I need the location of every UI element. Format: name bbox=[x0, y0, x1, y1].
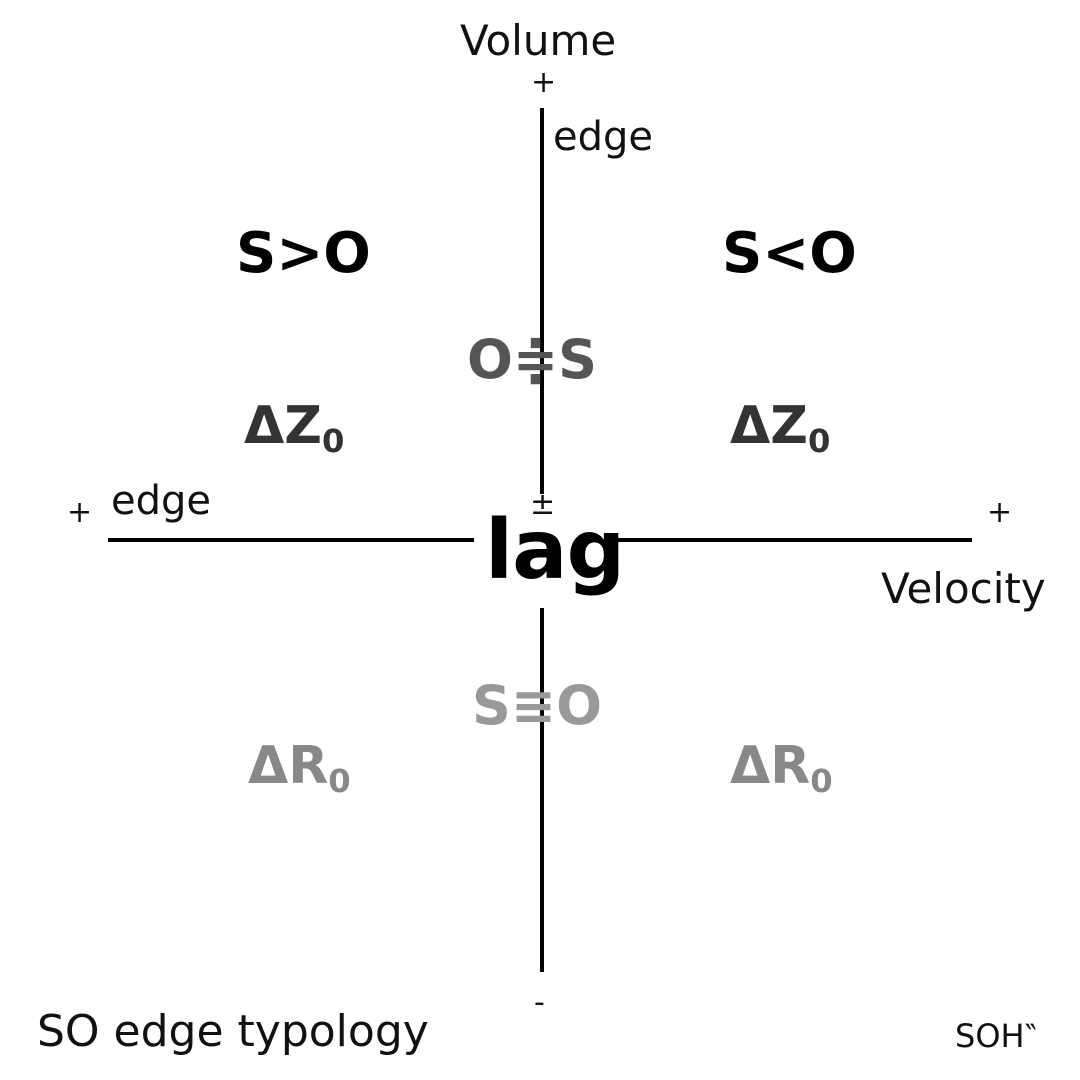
signature-mark: SOH‶ bbox=[955, 1017, 1037, 1055]
top-left-relation: S>O bbox=[236, 221, 371, 286]
top-left-delta-z-subscript: 0 bbox=[321, 422, 345, 461]
bottom-right-delta-r: ΔR0 bbox=[730, 740, 833, 797]
vertical-axis-bottom-sign: - bbox=[534, 985, 545, 1020]
horizontal-axis-edge-label: edge bbox=[111, 478, 211, 524]
vertical-axis-edge-label: edge bbox=[553, 114, 653, 160]
top-left-delta-z: ΔZ0 bbox=[244, 400, 344, 457]
bottom-left-delta-r-term: ΔR bbox=[248, 736, 329, 796]
lower-axis-relation: S≡O bbox=[472, 674, 603, 737]
top-right-delta-z-term: ΔZ bbox=[730, 396, 808, 456]
vertical-axis-title: Volume bbox=[460, 16, 617, 65]
vertical-axis-top-sign: + bbox=[531, 65, 557, 100]
horizontal-axis-right-line bbox=[606, 538, 972, 542]
vertical-axis-lower-line bbox=[540, 608, 544, 972]
top-left-delta-z-term: ΔZ bbox=[244, 396, 322, 456]
bottom-right-delta-r-term: ΔR bbox=[730, 736, 811, 796]
horizontal-axis-left-sign: + bbox=[67, 495, 93, 530]
horizontal-axis-right-sign: + bbox=[987, 495, 1013, 530]
top-right-delta-z-subscript: 0 bbox=[807, 422, 831, 461]
upper-axis-relation: O≑S bbox=[467, 328, 598, 391]
horizontal-axis-title: Velocity bbox=[881, 564, 1046, 613]
diagram-caption: SO edge typology bbox=[37, 1006, 429, 1057]
top-right-delta-z: ΔZ0 bbox=[730, 400, 830, 457]
center-sign: ± bbox=[530, 487, 556, 522]
horizontal-axis-left-line bbox=[108, 538, 474, 542]
bottom-left-delta-r-subscript: 0 bbox=[328, 762, 351, 801]
center-label: lag bbox=[485, 503, 625, 598]
bottom-left-delta-r: ΔR0 bbox=[248, 740, 351, 797]
vertical-axis-upper-line bbox=[540, 108, 544, 494]
bottom-right-delta-r-subscript: 0 bbox=[810, 762, 833, 801]
top-right-relation: S<O bbox=[722, 221, 857, 286]
